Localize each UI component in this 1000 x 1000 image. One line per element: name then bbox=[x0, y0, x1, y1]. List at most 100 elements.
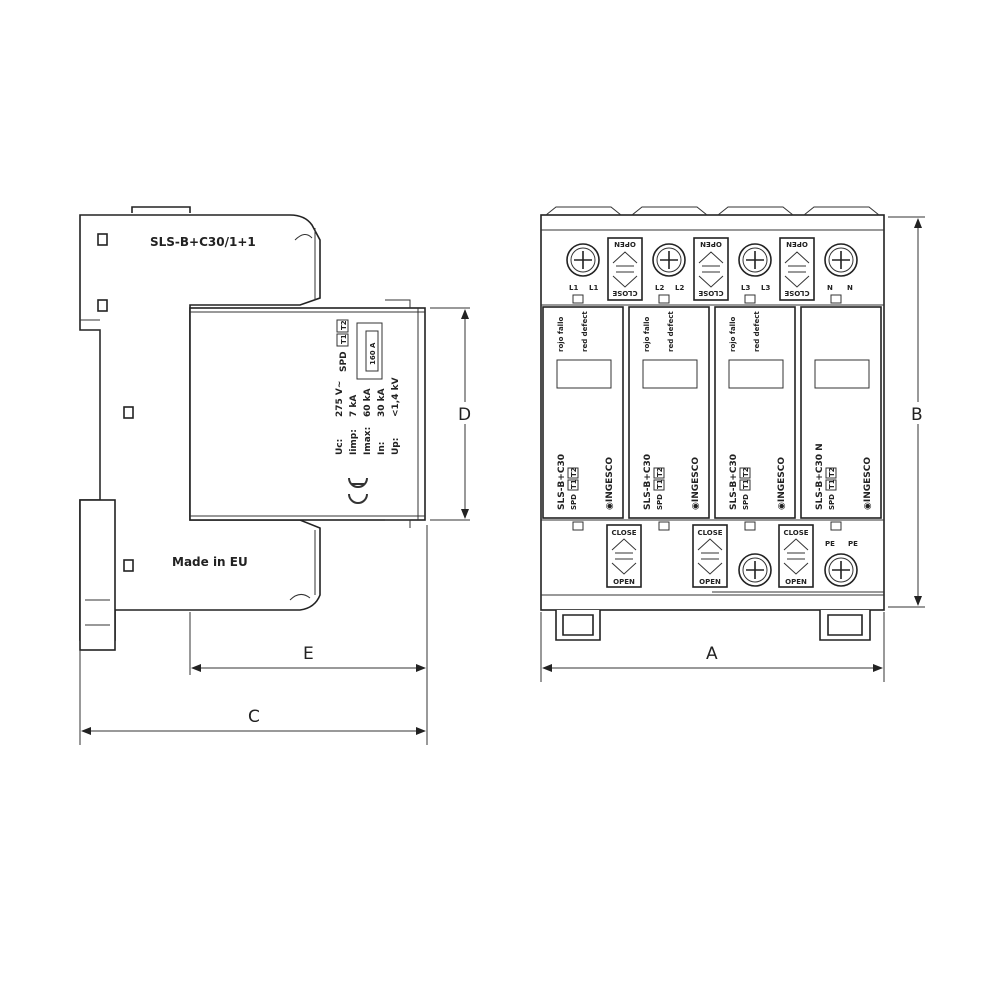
module-spd-label: SPD bbox=[742, 494, 750, 510]
terminal-label: N bbox=[827, 284, 833, 292]
pe-terminal-label-mirrored: PE bbox=[848, 540, 858, 548]
terminal-label-mirrored: L1 bbox=[589, 284, 598, 292]
open-close-slider[interactable]: OPEN CLOSE bbox=[606, 524, 642, 588]
side-view: SLS-B+C30/1+1 Made in EU 160 A SPD T1 T2… bbox=[79, 206, 426, 651]
module-spd-label: SPD bbox=[570, 494, 578, 510]
open-label: OPEN bbox=[614, 240, 636, 248]
status-es-label: rojo fallo bbox=[729, 317, 737, 352]
t1-badge: T1 bbox=[828, 479, 836, 489]
ce-mark-icon bbox=[348, 477, 368, 504]
dimension-e-label: E bbox=[303, 644, 314, 664]
module-model-label: SLS-B+C30 bbox=[557, 454, 567, 510]
fuse-label: 160 A bbox=[369, 342, 377, 365]
status-es-label: rojo fallo bbox=[557, 317, 565, 352]
rating-symbol: Uc: bbox=[335, 439, 345, 455]
close-label: CLOSE bbox=[697, 529, 722, 537]
brand-logo: ◉INGESCO bbox=[777, 457, 787, 510]
dimension-c-label: C bbox=[248, 707, 260, 727]
status-en-label: red defect bbox=[753, 311, 761, 352]
dimension-a: A bbox=[540, 612, 885, 682]
close-label: CLOSE bbox=[783, 529, 808, 537]
top-cap bbox=[545, 206, 622, 216]
close-label: CLOSE bbox=[698, 289, 723, 297]
status-en-label: red defect bbox=[581, 311, 589, 352]
t1-badge: T1 bbox=[742, 479, 750, 489]
t2-badge: T2 bbox=[828, 467, 836, 477]
terminal-screw-icon bbox=[652, 243, 686, 277]
rating-value: <1,4 kV bbox=[391, 377, 401, 417]
top-cap bbox=[803, 206, 880, 216]
terminal-label: L2 bbox=[655, 284, 664, 292]
dimension-e: E bbox=[79, 525, 428, 745]
dimension-c: C bbox=[81, 707, 426, 735]
terminal-screw-icon bbox=[566, 243, 600, 277]
module-model-label: SLS-B+C30 bbox=[643, 454, 653, 510]
terminal-screw-icon bbox=[738, 553, 772, 587]
module-model-label: SLS-B+C30 bbox=[729, 454, 739, 510]
brand-logo: ◉INGESCO bbox=[605, 457, 615, 510]
open-label: OPEN bbox=[700, 240, 722, 248]
top-cap bbox=[631, 206, 708, 216]
t2-badge: T2 bbox=[742, 467, 750, 477]
top-cap bbox=[717, 206, 794, 216]
open-close-slider[interactable]: OPEN CLOSE bbox=[778, 524, 814, 588]
open-label: OPEN bbox=[785, 578, 807, 586]
t2-badge: T2 bbox=[656, 467, 664, 477]
dimension-a-label: A bbox=[706, 644, 718, 664]
side-model-label: SLS-B+C30/1+1 bbox=[150, 235, 256, 249]
terminal-screw-icon bbox=[824, 243, 858, 277]
terminal-screw-icon bbox=[738, 243, 772, 277]
open-label: OPEN bbox=[699, 578, 721, 586]
t1-badge: T1 bbox=[340, 334, 348, 344]
open-close-slider[interactable]: OPEN CLOSE bbox=[779, 237, 815, 301]
brand-logo: ◉INGESCO bbox=[863, 457, 873, 510]
module-model-label: SLS-B+C30 N bbox=[815, 443, 825, 510]
t1-badge: T1 bbox=[570, 479, 578, 489]
terminal-label-mirrored: L2 bbox=[675, 284, 684, 292]
dimension-b-label: B bbox=[911, 405, 923, 425]
dimension-b: B bbox=[888, 216, 928, 608]
status-en-label: red defect bbox=[667, 311, 675, 352]
rating-value: 60 kA bbox=[363, 388, 373, 417]
terminal-label-mirrored: L3 bbox=[761, 284, 770, 292]
t2-badge: T2 bbox=[340, 320, 348, 330]
status-es-label: rojo fallo bbox=[643, 317, 651, 352]
close-label: CLOSE bbox=[611, 529, 636, 537]
terminal-screw-icon bbox=[824, 553, 858, 587]
open-close-slider[interactable]: OPEN CLOSE bbox=[693, 237, 729, 301]
rating-value: 30 kA bbox=[377, 388, 387, 417]
module-spd-label: SPD bbox=[828, 494, 836, 510]
dimension-d: D bbox=[430, 307, 475, 521]
pe-terminal-label: PE bbox=[825, 540, 835, 548]
status-window bbox=[814, 359, 870, 389]
status-window bbox=[728, 359, 784, 389]
dimension-d-label: D bbox=[458, 405, 471, 425]
brand-logo: ◉INGESCO bbox=[691, 457, 701, 510]
terminal-label: L1 bbox=[569, 284, 578, 292]
rating-value: 7 kA bbox=[349, 395, 359, 417]
made-in-label: Made in EU bbox=[172, 555, 248, 569]
rating-symbol: Iimp: bbox=[349, 429, 359, 455]
open-close-slider[interactable]: OPEN CLOSE bbox=[692, 524, 728, 588]
open-label: OPEN bbox=[786, 240, 808, 248]
terminal-label-mirrored: N bbox=[847, 284, 853, 292]
spd-label: SPD bbox=[339, 351, 349, 372]
rating-symbol: In: bbox=[377, 442, 387, 455]
status-window bbox=[556, 359, 612, 389]
terminal-label: L3 bbox=[741, 284, 750, 292]
rating-value: 275 V~ bbox=[335, 381, 345, 417]
open-close-slider[interactable]: OPEN CLOSE bbox=[607, 237, 643, 301]
module-spd-label: SPD bbox=[656, 494, 664, 510]
t2-badge: T2 bbox=[570, 467, 578, 477]
close-label: CLOSE bbox=[784, 289, 809, 297]
rating-symbol: Up: bbox=[391, 438, 401, 455]
open-label: OPEN bbox=[613, 578, 635, 586]
t1-badge: T1 bbox=[656, 479, 664, 489]
close-label: CLOSE bbox=[612, 289, 637, 297]
